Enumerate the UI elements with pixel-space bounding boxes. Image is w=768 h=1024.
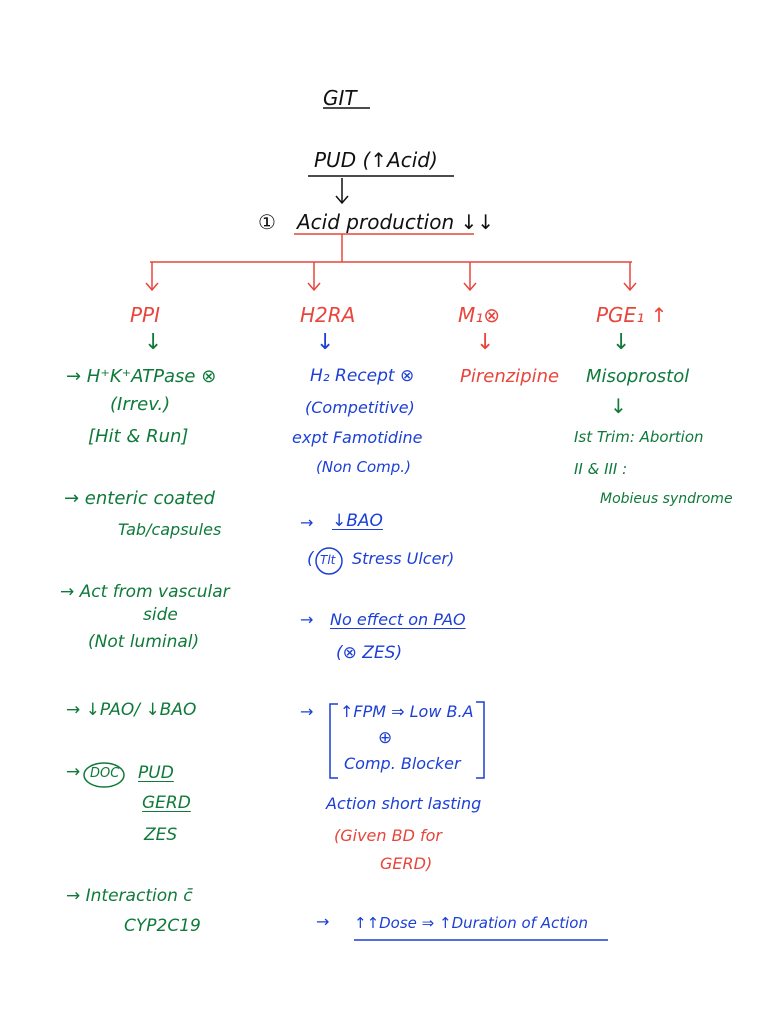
root-arrow-head: [335, 195, 349, 205]
branch-label: Acid production ↓↓: [297, 210, 494, 234]
h2ra-point: →: [300, 513, 314, 532]
h2ra-point: ↑↑Dose ⇒ ↑Duration of Action: [354, 914, 588, 932]
pge1-arrow: ↓: [612, 330, 631, 355]
heading-m1: M₁⊗: [458, 303, 501, 327]
ppi-point: → Act from vascular: [60, 582, 230, 602]
h2ra-point: →: [300, 702, 314, 721]
h2ra-point: →: [316, 912, 330, 931]
drop-m1-head: [463, 282, 477, 292]
h2ra-point: (Non Comp.): [316, 458, 411, 476]
ppi-point: (Not luminal): [88, 632, 200, 652]
pge1-point: Ist Trim: Abortion: [574, 428, 704, 446]
h2ra-arrow: ↓: [316, 330, 335, 355]
ppi-point: Tab/capsules: [118, 520, 222, 539]
m1-drug: Pirenzipine: [460, 366, 560, 387]
drop-h2ra-head: [307, 282, 321, 292]
ppi-point: CYP2C19: [124, 916, 201, 936]
ppi-point: ZES: [144, 825, 178, 845]
h2ra-point: Comp. Blocker: [344, 754, 461, 773]
ppi-point: → H⁺K⁺ATPase ⊗: [66, 366, 217, 387]
h2ra-point: (: [307, 549, 314, 569]
h2ra-point: (⊗ ZES): [336, 643, 403, 663]
pge1-point: Mobieus syndrome: [600, 491, 733, 507]
h2ra-point: expt Famotidine: [292, 428, 423, 447]
h2ra-point: ⊕: [378, 728, 393, 748]
ppi-point: →: [66, 762, 81, 782]
h2ra-point: Stress Ulcer): [352, 549, 455, 568]
doc-label: DOC: [90, 766, 120, 781]
fpm-bracket-left: [329, 703, 338, 779]
drop-ppi-head: [145, 282, 159, 292]
heading-pge1: PGE₁ ↑: [596, 303, 668, 327]
pge1-drug: Misoprostol: [586, 366, 690, 387]
branch-number: ①: [258, 210, 276, 234]
h2ra-point: ↓BAO: [332, 511, 383, 531]
pge1-point: II & III :: [574, 460, 628, 478]
ppi-point: → Interaction c̄: [66, 886, 193, 906]
tlt-label: Tlt: [320, 553, 336, 567]
ppi-point: GERD: [142, 793, 191, 813]
h2ra-point: (Given BD for: [334, 826, 443, 845]
ppi-arrow: ↓: [144, 330, 163, 355]
heading-ppi: PPI: [130, 303, 161, 327]
h2ra-point: Action short lasting: [326, 794, 482, 813]
h2ra-point: →: [300, 610, 314, 629]
h2ra-point: ↑FPM ⇒ Low B.A: [340, 702, 474, 721]
h2ra-point: H₂ Recept ⊗: [310, 366, 415, 386]
ppi-point: side: [143, 605, 178, 625]
ppi-point: → ↓PAO/ ↓BAO: [66, 700, 197, 720]
ppi-point: [Hit & Run]: [88, 426, 189, 447]
ppi-point: → enteric coated: [64, 488, 215, 509]
m1-arrow: ↓: [476, 330, 495, 355]
root-node: PUD (↑Acid): [314, 148, 438, 172]
page-title: GIT: [323, 86, 357, 110]
ppi-point: (Irrev.): [110, 394, 171, 415]
pge1-arrow2: ↓: [610, 394, 627, 418]
drop-pge1-head: [623, 282, 637, 292]
h2ra-point: No effect on PAO: [330, 610, 466, 629]
h2ra-point: GERD): [380, 854, 433, 873]
ppi-point: PUD: [138, 763, 174, 783]
h2ra-point: (Competitive): [305, 398, 415, 417]
fpm-bracket-right: [476, 701, 485, 779]
heading-h2ra: H2RA: [300, 303, 356, 327]
